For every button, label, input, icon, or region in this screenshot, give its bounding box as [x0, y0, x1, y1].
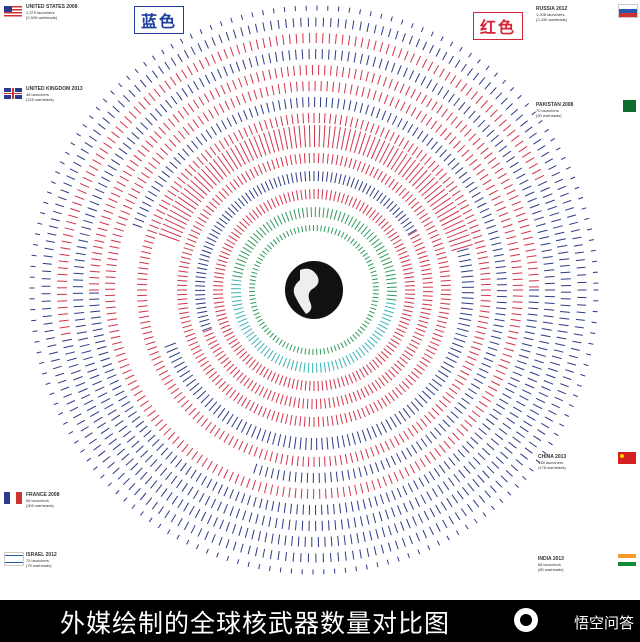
france-launchers: 96 launchers	[26, 498, 49, 503]
panel-israel: ISRAEL 2012 75 launchers (75 warheads)	[4, 552, 124, 568]
us-launchers: 1,379 launchers	[26, 10, 55, 15]
panel-pakistan: PAKISTAN 2008 70 launchers (90 warheads)	[536, 100, 636, 118]
panel-india: INDIA 2013 68 launchers (80 warheads)	[538, 554, 638, 572]
ring-6	[132, 96, 508, 484]
pakistan-launchers: 70 launchers	[536, 108, 559, 113]
us-warheads: (2,926 warheads)	[26, 15, 58, 20]
globe-continent	[293, 268, 319, 314]
india-flag-icon	[618, 554, 636, 566]
india-name: INDIA 2013	[538, 556, 564, 562]
russia-launchers: 1,208 launchers	[536, 12, 565, 17]
panel-united-states: UNITED STATES 2008 1,379 launchers (2,92…	[4, 4, 124, 20]
france-name: FRANCE 2008	[26, 492, 60, 498]
israel-name: ISRAEL 2012	[26, 552, 57, 558]
ring-12-teal	[230, 279, 396, 374]
pakistan-flag-icon	[618, 100, 636, 112]
russia-warheads: (2,430 warheads)	[536, 17, 568, 22]
pakistan-name: PAKISTAN 2008	[536, 102, 574, 108]
watermark-text: 悟空问答	[573, 614, 634, 632]
panel-united-kingdom: UNITED KINGDOM 2013 48 launchers (225 wa…	[4, 86, 124, 102]
israel-warheads: (75 warheads)	[26, 563, 52, 568]
uk-warheads: (225 warheads)	[26, 97, 54, 102]
israel-flag-icon	[4, 552, 24, 566]
ring-7	[137, 113, 491, 467]
panel-russia: RUSSIA 2012 1,208 launchers (2,430 warhe…	[536, 4, 638, 22]
india-warheads: (80 warheads)	[538, 567, 564, 572]
ring-8-thick	[158, 124, 473, 252]
ring-9	[177, 153, 451, 427]
israel-launchers: 75 launchers	[26, 558, 49, 563]
us-name: UNITED STATES 2008	[26, 4, 78, 10]
france-flag-icon	[4, 492, 22, 504]
caption-bar: 外媒绘制的全球核武器数量对比图 悟空问答	[0, 600, 640, 642]
uk-flag-icon	[4, 88, 22, 99]
ring-13	[248, 224, 379, 356]
pakistan-warheads: (90 warheads)	[536, 113, 562, 118]
us-flag-icon	[4, 6, 22, 17]
russia-name: RUSSIA 2012	[536, 6, 568, 12]
ring-10-red	[202, 230, 434, 410]
radial-launcher-chart	[29, 5, 599, 575]
nuclear-weapons-poster: 蓝色 红色 UNITED STATES 2008 1,379 launchers…	[4, 4, 638, 575]
china-name: CHINA 2013	[538, 454, 567, 460]
china-warheads: (178 warheads)	[538, 465, 566, 470]
ring-2-red	[56, 32, 545, 336]
blue-label: 蓝色	[134, 6, 185, 34]
ring-5	[105, 80, 523, 500]
ring-1	[41, 17, 587, 563]
france-warheads: (300 warheads)	[26, 503, 54, 508]
uk-launchers: 48 launchers	[26, 92, 49, 97]
panel-china: CHINA 2013 138 launchers (178 warheads)	[538, 452, 638, 470]
ring-2-blue	[62, 180, 572, 548]
ring-11	[213, 189, 415, 391]
caption-text: 外媒绘制的全球核武器数量对比图	[60, 609, 451, 638]
india-launchers: 68 launchers	[538, 562, 561, 567]
china-launchers: 138 launchers	[538, 460, 564, 465]
ring-4-red	[89, 64, 540, 291]
china-flag-icon	[618, 452, 636, 464]
ring-4-blue	[88, 289, 539, 516]
panel-france: FRANCE 2008 96 launchers (300 warheads)	[4, 492, 124, 508]
outer-ring	[29, 5, 599, 575]
watermark-logo-icon	[514, 608, 538, 632]
ring-12-green	[232, 206, 398, 301]
uk-name: UNITED KINGDOM 2013	[26, 86, 83, 92]
ring-3	[72, 48, 555, 532]
ring-10-blue	[195, 171, 417, 332]
red-label: 红色	[473, 12, 524, 40]
ring-8-blue	[164, 248, 475, 451]
russia-flag-icon	[618, 4, 638, 18]
globe-icon	[283, 259, 345, 321]
